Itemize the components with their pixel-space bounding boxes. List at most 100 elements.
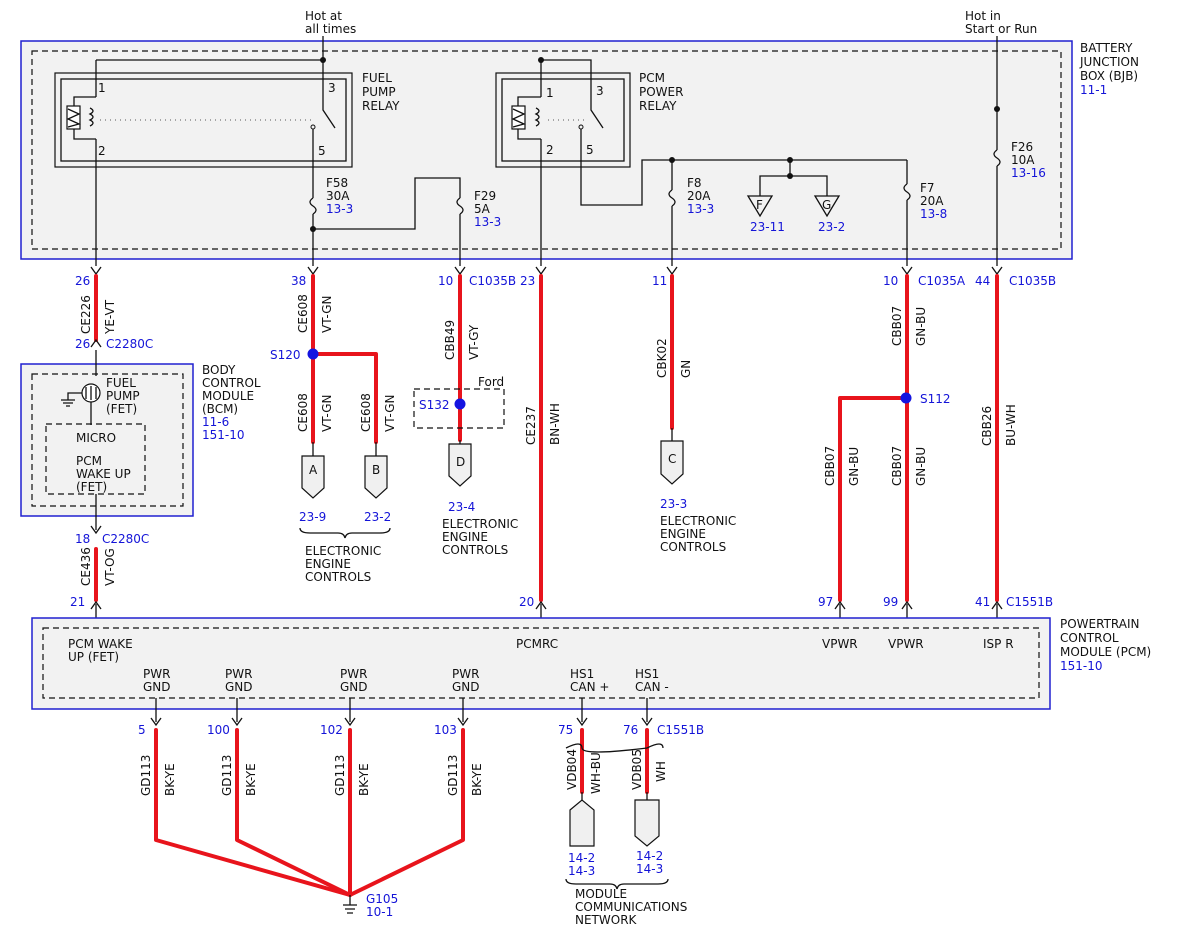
bjb-pin-labels: 26 38 10 C1035B 23 11 10 C1035A 44 C1035… [75, 274, 1056, 288]
wire-cbb07-circuit-2: CBB07 [823, 446, 837, 486]
pcm-pwrgnd-4a: PWR [452, 667, 479, 681]
bcm-wake-1: PCM [76, 454, 102, 468]
fpr-label-1: FUEL [362, 71, 392, 85]
conn-d-letter: D [456, 455, 465, 469]
wire-gd113-circuit-2: GD113 [220, 755, 234, 796]
wire-cbb07-circuit-1: CBB07 [890, 306, 904, 346]
pcm-pin-21: 21 [70, 595, 85, 609]
wire-gd113-color-2: BK-YE [244, 763, 258, 796]
eec-c-1: ELECTRONIC [660, 514, 736, 528]
wire-cbb07-color-3: GN-BU [914, 447, 928, 486]
pcm-can-p-1: HS1 [570, 667, 594, 681]
bcm-ref-2: 151-10 [202, 428, 245, 442]
pcm-pin-100: 100 [207, 723, 230, 737]
eec-ab-2: ENGINE [305, 557, 351, 571]
wire-vdb04-circuit: VDB04 [565, 749, 579, 790]
bjb-title-2: JUNCTION [1079, 55, 1139, 69]
bcm-pin-18: 18 [75, 532, 90, 546]
hot-start-run-1: Hot in [965, 9, 1001, 23]
fuse-f58: F58 30A 13-3 [326, 176, 353, 216]
wire-cbb26-color: BU-WH [1004, 404, 1018, 446]
ground-f-ref: 23-11 [750, 220, 785, 234]
fpr-pin-1: 1 [98, 81, 106, 95]
net-label-3: NETWORK [575, 913, 638, 927]
bjb-title-3: BOX (BJB) [1080, 69, 1138, 83]
bcm-title-3: MODULE [202, 389, 254, 403]
net-ref-1b: 14-3 [568, 864, 595, 878]
wire-vdb05-circuit: VDB05 [630, 749, 644, 790]
connector-c: C 23-3 ELECTRONIC ENGINE CONTROLS [660, 428, 736, 554]
bcm-fet-3: (FET) [106, 402, 137, 416]
ppr-pin-5: 5 [586, 143, 594, 157]
wire-vdb04-color: WH-BU [589, 752, 603, 794]
f26-ref: 13-16 [1011, 166, 1046, 180]
pin-10b: 10 [883, 274, 898, 288]
wire-ce226-color: YE-VT [103, 299, 117, 335]
wire-ce608-circuit-2: CE608 [296, 393, 310, 432]
wire-cbb49-color: VT-GY [467, 324, 481, 360]
ppr-pin-2: 2 [546, 143, 554, 157]
connector-a: A 23-9 [299, 455, 326, 524]
f7-amps: 20A [920, 194, 944, 208]
bcm-title-1: BODY [202, 363, 236, 377]
pcm-pwrgnd-3b: GND [340, 680, 368, 694]
wire-cbb07-circuit-3: CBB07 [890, 446, 904, 486]
pcm-pcmrc: PCMRC [516, 637, 558, 651]
pcm-can-n-2: CAN - [635, 680, 669, 694]
conn-c-ref: 23-3 [660, 497, 687, 511]
wire-cbb49-circuit: CBB49 [443, 320, 457, 360]
pcm-title-2: CONTROL [1060, 631, 1119, 645]
fuse-f29: F29 5A 13-3 [474, 189, 501, 229]
wire-gd113-color-4: BK-YE [470, 763, 484, 796]
bjb-ground-f: F 23-11 [746, 195, 785, 234]
eec-d-2: ENGINE [442, 530, 488, 544]
pcm-pin-41: 41 [975, 595, 990, 609]
ground-g105: G105 10-1 [343, 892, 398, 919]
network-connectors: 14-2 14-3 14-2 14-3 MODULE COMMUNICATION… [565, 792, 687, 927]
bcm-conn-bottom: C2280C [102, 532, 149, 546]
wire-ce608-circuit-1: CE608 [296, 294, 310, 333]
pcm-pin-75: 75 [558, 723, 573, 737]
fpr-label-3: RELAY [362, 99, 400, 113]
eec-d-1: ELECTRONIC [442, 517, 518, 531]
wire-gd113-circuit-3: GD113 [333, 755, 347, 796]
pcm-pin-99: 99 [883, 595, 898, 609]
ppr-label-2: POWER [639, 85, 683, 99]
bjb-ground-g: G 23-2 [813, 195, 845, 234]
s120-label: S120 [270, 348, 301, 362]
hot-at-all-times-1: Hot at [305, 9, 342, 23]
body-control-module: 26 C2280C FUEL PUMP (FET) MICRO PCM WAKE… [20, 337, 261, 546]
powertrain-control-module: 21 20 97 99 41 C1551B PCM WAKE UP (FET) … [31, 595, 1151, 737]
pin-26: 26 [75, 274, 90, 288]
f7-ref: 13-8 [920, 207, 947, 221]
ppr-pin-3: 3 [596, 84, 604, 98]
pcm-ref: 151-10 [1060, 659, 1103, 673]
fuse-f8: F8 20A 13-3 [687, 176, 714, 216]
splice-s120: S120 [270, 348, 319, 362]
conn-b-letter: B [372, 463, 380, 477]
net-label-1: MODULE [575, 887, 627, 901]
f29-ref: 13-3 [474, 215, 501, 229]
wire-ce226-circuit: CE226 [79, 295, 93, 334]
wire-cbk02-circuit: CBK02 [655, 338, 669, 378]
wire-cbb07-color-2: GN-BU [847, 447, 861, 486]
conn-c1035b-1: C1035B [469, 274, 516, 288]
bjb-pin-arrows [90, 266, 1003, 276]
f8-name: F8 [687, 176, 702, 190]
pin-38: 38 [291, 274, 306, 288]
pcm-pin-97: 97 [818, 595, 833, 609]
ppr-label-3: RELAY [639, 99, 677, 113]
pcm-vpwr-2: VPWR [888, 637, 924, 651]
g105-name: G105 [366, 892, 398, 906]
wire-cbb26-circuit: CBB26 [980, 406, 994, 446]
pcm-pin-103: 103 [434, 723, 457, 737]
net-ref-2b: 14-3 [636, 862, 663, 876]
pcm-title-1: POWERTRAIN [1060, 617, 1140, 631]
conn-a-letter: A [309, 463, 318, 477]
wire-ce608-color-1: VT-GN [320, 296, 334, 333]
hot-at-all-times-2: all times [305, 22, 356, 36]
wire-gd113-circuit-4: GD113 [446, 755, 460, 796]
hot-start-run-2: Start or Run [965, 22, 1037, 36]
bjb-title-1: BATTERY [1080, 41, 1133, 55]
wire-gd113-color-3: BK-YE [357, 763, 371, 796]
